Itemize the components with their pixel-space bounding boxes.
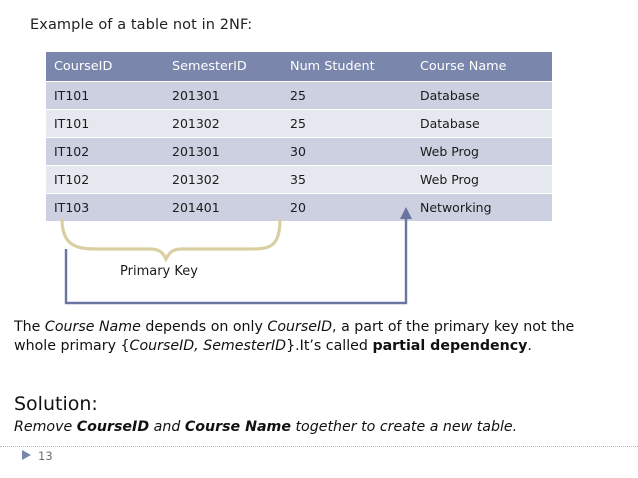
cell-semesterid: 201401 (164, 193, 282, 222)
remove-text-1: Remove (14, 419, 77, 435)
para-emph-course-name: Course Name (44, 319, 141, 335)
remove-text-5: together to create a new table. (290, 419, 518, 435)
cell-courseid: IT102 (46, 165, 164, 194)
para-strong-partial-dependency: partial dependency (372, 338, 528, 354)
cell-course-name: Database (412, 81, 552, 110)
table-row: IT101 201301 25 Database (46, 81, 552, 110)
remove-text-3: and (149, 419, 185, 435)
cell-num-student: 20 (282, 193, 412, 222)
table-row: IT103 201401 20 Networking (46, 193, 552, 222)
cell-course-name: Database (412, 109, 552, 138)
cell-courseid: IT103 (46, 193, 164, 222)
dependency-arrow-line (64, 217, 408, 305)
explanation-paragraph: The Course Name depends on only CourseID… (14, 318, 614, 356)
table-row: IT102 201301 30 Web Prog (46, 137, 552, 166)
table-header-row: CourseID SemesterID Num Student Course N… (46, 52, 552, 82)
column-header-courseid: CourseID (46, 52, 164, 82)
table-row: IT102 201302 35 Web Prog (46, 165, 552, 194)
course-table: CourseID SemesterID Num Student Course N… (46, 52, 552, 222)
cell-courseid: IT101 (46, 109, 164, 138)
cell-courseid: IT101 (46, 81, 164, 110)
footer-divider (0, 446, 638, 447)
cell-courseid: IT102 (46, 137, 164, 166)
cell-course-name: Web Prog (412, 137, 552, 166)
para-text-7: }.It’s called (286, 338, 373, 354)
para-emph-key-set: CourseID, SemesterID (129, 338, 287, 354)
page-number: 13 (38, 449, 53, 463)
cell-semesterid: 201301 (164, 81, 282, 110)
cell-num-student: 25 (282, 81, 412, 110)
cell-semesterid: 201301 (164, 137, 282, 166)
remove-strong-course-name: Course Name (184, 419, 291, 435)
cell-num-student: 25 (282, 109, 412, 138)
remove-strong-courseid: CourseID (76, 419, 150, 435)
page-title: Example of a table not in 2NF: (30, 17, 253, 33)
cell-semesterid: 201302 (164, 165, 282, 194)
para-emph-courseid: CourseID (267, 319, 333, 335)
primary-key-brace (60, 218, 282, 263)
table-row: IT101 201302 25 Database (46, 109, 552, 138)
cell-num-student: 35 (282, 165, 412, 194)
dependency-arrow-head (400, 207, 412, 219)
cell-course-name: Web Prog (412, 165, 552, 194)
primary-key-label: Primary Key (120, 264, 198, 279)
cell-semesterid: 201302 (164, 109, 282, 138)
column-header-course-name: Course Name (412, 52, 552, 82)
annotation-graphics (60, 207, 412, 305)
para-text-9: . (527, 338, 532, 354)
para-text-5: , a part of the primary key not the whol… (14, 319, 575, 354)
footer-triangle-icon (22, 450, 31, 460)
cell-course-name: Networking (412, 193, 552, 222)
para-text-1: The (14, 319, 45, 335)
solution-text: Remove CourseID and Course Name together… (14, 419, 517, 435)
cell-num-student: 30 (282, 137, 412, 166)
solution-heading: Solution: (14, 393, 98, 415)
column-header-num-student: Num Student (282, 52, 412, 82)
para-text-3: depends on only (140, 319, 268, 335)
column-header-semesterid: SemesterID (164, 52, 282, 82)
